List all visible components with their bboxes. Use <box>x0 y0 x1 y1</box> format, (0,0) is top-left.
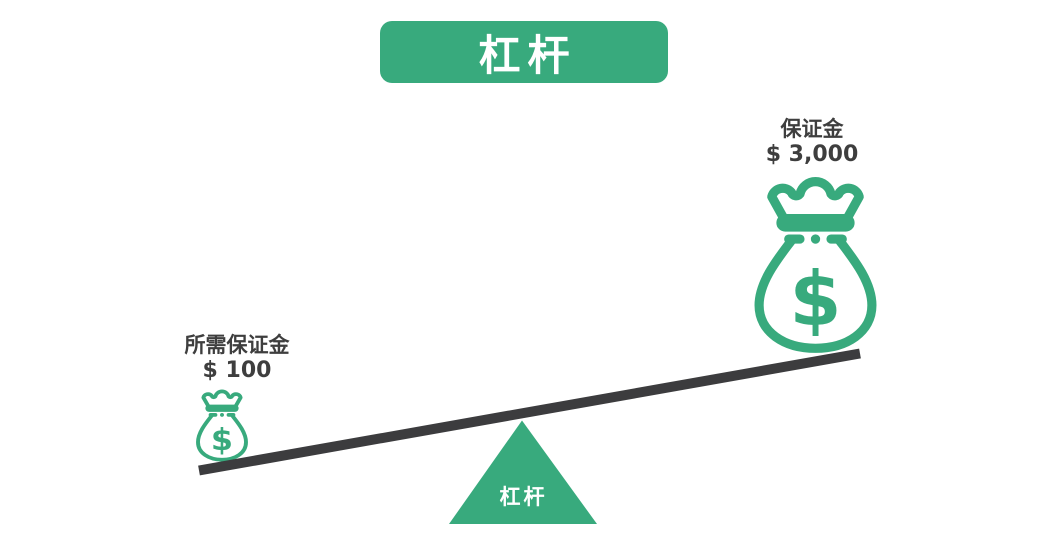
fulcrum-triangle <box>449 420 597 524</box>
required-margin-label: 所需保证金 <box>184 333 290 357</box>
required-margin-label-block: 所需保证金 $ 100 <box>157 332 317 384</box>
lever-beam <box>198 348 861 476</box>
margin-label: 保证金 <box>780 117 844 141</box>
fulcrum-label: 杠杆 <box>499 485 548 509</box>
small-money-bag-icon <box>196 389 248 462</box>
margin-amount: $ 3,000 <box>765 142 859 167</box>
margin-label-block: 保证金 $ 3,000 <box>732 116 892 168</box>
page-title: 杠杆 <box>478 30 577 80</box>
large-money-bag-icon <box>759 182 872 349</box>
title-banner: 杠杆 <box>380 21 668 83</box>
required-margin-amount: $ 100 <box>202 358 272 383</box>
